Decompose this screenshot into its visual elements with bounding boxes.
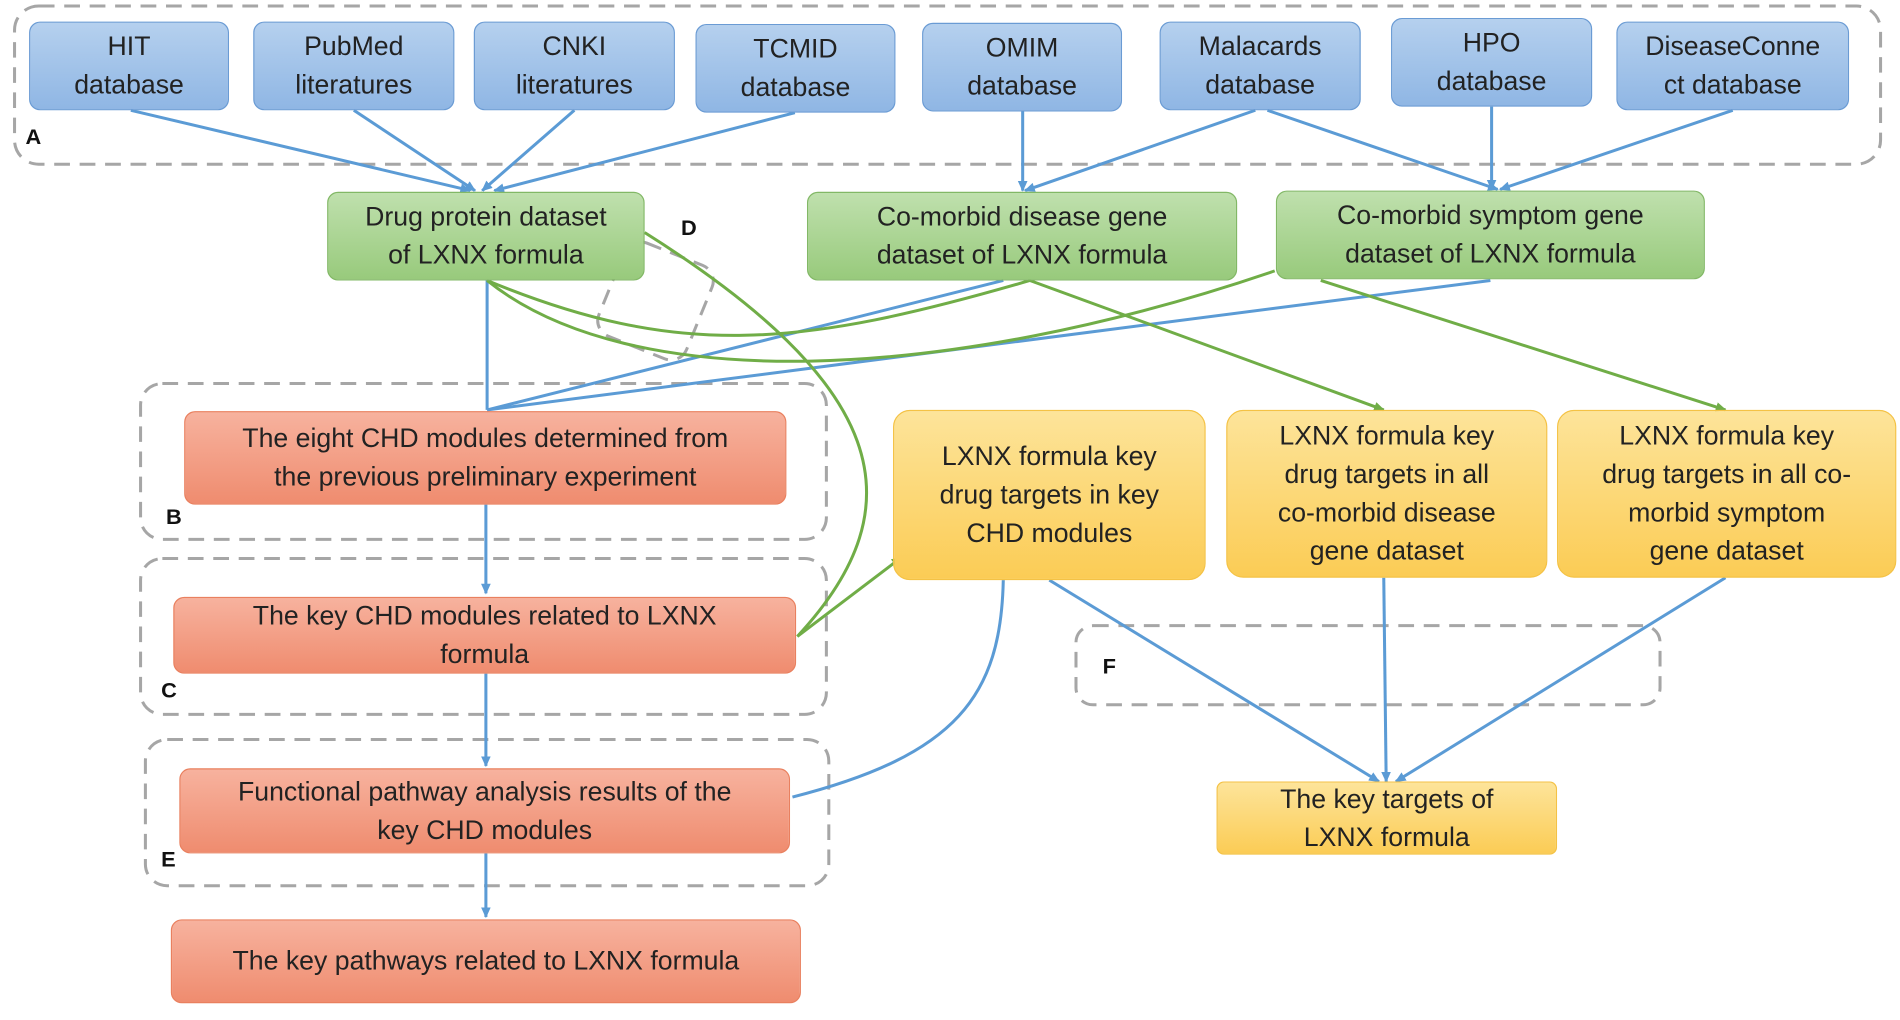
arrow-cnki-to-drug [481,109,576,192]
curve-drug-to-disease-targets [486,279,1031,337]
group-box-f [1074,624,1662,707]
comorbid-symptom-dataset-node: Co-morbid symptom gene dataset of LXNX f… [1275,190,1705,280]
arrow-pubmed-to-drug [352,109,476,192]
comorbid-disease-dataset-node: Co-morbid disease gene dataset of LXNX f… [806,191,1238,281]
arrow-diseaseconnect-to-symptom [1498,108,1734,191]
drug-protein-dataset-node: Drug protein dataset of LXNX formula [327,191,645,281]
group-label-d: D [680,215,697,240]
group-label-f: F [1102,654,1116,679]
curve-drug-to-key-modules [643,231,869,638]
group-box-c [139,557,828,716]
hit-database-node: HIT database [29,21,230,111]
key-chd-modules-node: The key CHD modules related to LXNX form… [173,596,797,674]
group-label-c: C [161,678,177,703]
eight-chd-modules-node: The eight CHD modules determined from th… [184,411,787,505]
arrow-disease-targets-to-key [1381,577,1391,783]
line-pathway-to-targets [792,580,1005,799]
targets-in-key-modules-node: LXNX formula key drug targets in key CHD… [893,409,1206,581]
targets-in-symptom-dataset-node: LXNX formula key drug targets in all co-… [1557,409,1897,578]
malacards-database-node: Malacards database [1159,21,1361,111]
pubmed-literatures-node: PubMed literatures [253,21,455,111]
arrow-malacards-to-disease [1023,108,1256,192]
targets-in-disease-dataset-node: LXNX formula key drug targets in all co-… [1226,409,1548,578]
line-disease-to-eight [486,279,1004,412]
arrow-tcmid-to-drug [493,111,796,193]
arrow-modules-targets-to-key [1048,578,1380,783]
key-pathways-node: The key pathways related to LXNX formula [170,919,801,1004]
arrow-symptom-targets-to-key [1394,576,1727,783]
group-box-b [139,382,828,541]
arrow-hit-to-drug [130,108,472,194]
group-label-e: E [161,847,176,872]
cnki-literatures-node: CNKI literatures [473,21,675,111]
group-label-b: B [166,504,182,529]
diseaseconnect-database-node: DiseaseConne ct database [1616,21,1850,111]
arrow-symptom-to-symptom-targets [1320,279,1727,412]
pathway-analysis-node: Functional pathway analysis results of t… [179,768,791,854]
curve-drug-to-symptom-targets [486,269,1276,363]
arrow-malacards-to-symptom [1266,108,1499,191]
tcmid-database-node: TCMID database [695,23,896,113]
arrow-disease-to-disease-targets [1029,279,1385,412]
key-targets-node: The key targets of LXNX formula [1216,781,1558,855]
omim-database-node: OMIM database [922,22,1123,112]
group-label-a: A [25,124,42,149]
hpo-database-node: HPO database [1391,17,1593,107]
arrow-key-modules-to-targets [796,556,903,638]
group-box-a [13,4,1883,166]
